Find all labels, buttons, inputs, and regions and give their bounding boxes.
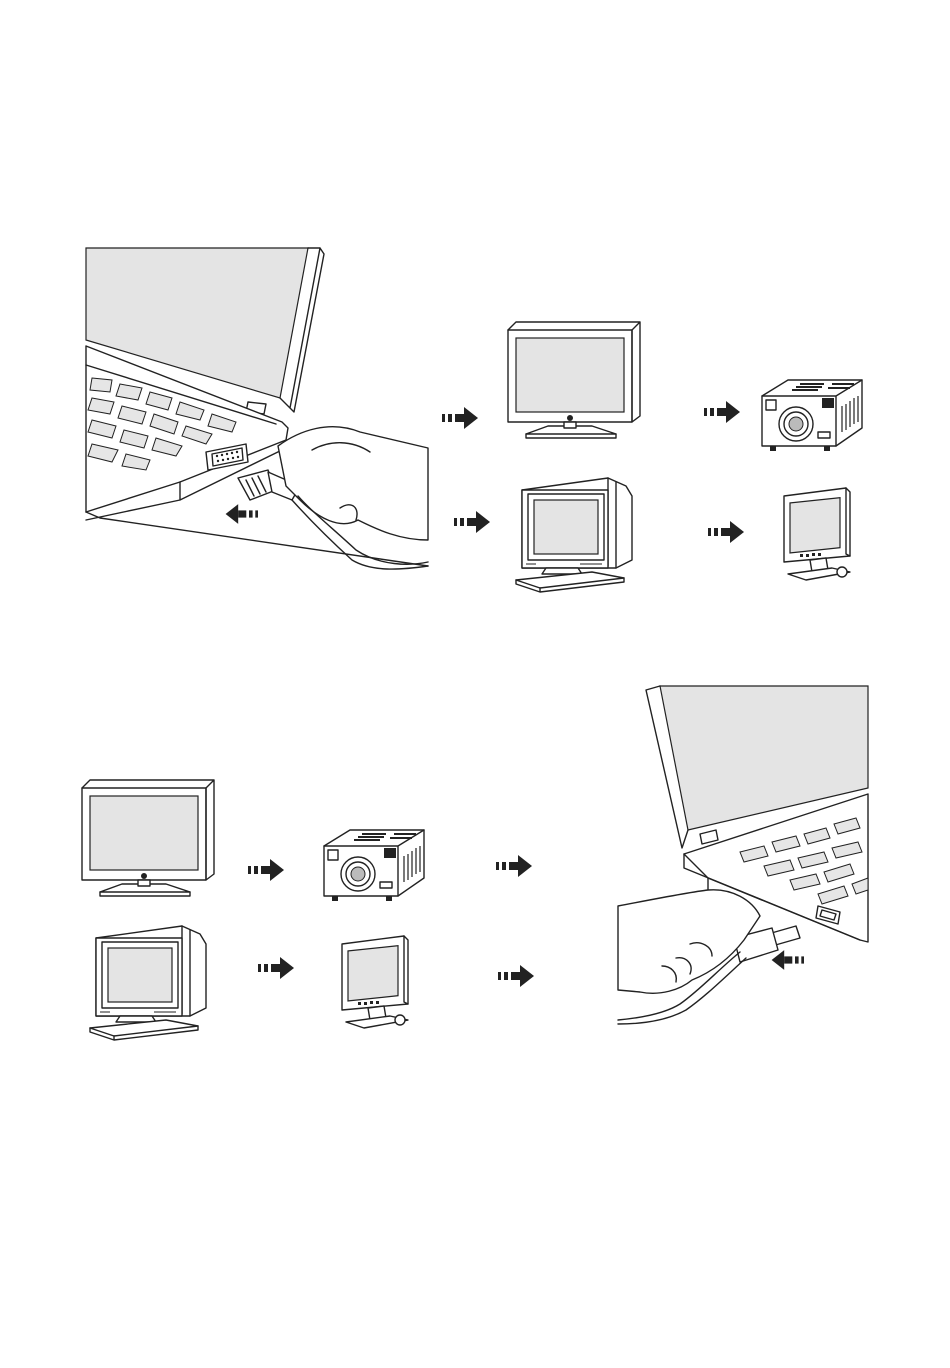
lcd-tv-icon — [82, 780, 214, 896]
hand-with-hdmi-plug — [618, 890, 804, 1024]
top-figure — [86, 248, 862, 592]
crt-monitor-icon — [516, 478, 632, 592]
arrow-to-lcd-tv — [442, 407, 478, 429]
bottom-figure — [82, 686, 868, 1040]
arrow-to-projector — [248, 859, 284, 881]
lcd-tv-icon — [508, 322, 640, 438]
arrow-from-projector — [496, 855, 532, 877]
arrow-from-lcd-monitor — [498, 965, 534, 987]
projector-icon — [762, 380, 862, 451]
projector-icon — [324, 830, 424, 901]
arrow-to-lcd-monitor — [708, 521, 744, 543]
arrow-to-crt — [454, 511, 490, 533]
arrow-to-lcd-monitor — [258, 957, 294, 979]
lcd-monitor-icon — [784, 488, 850, 580]
lcd-monitor-icon — [342, 936, 408, 1028]
arrow-to-projector — [704, 401, 740, 423]
crt-monitor-icon — [90, 926, 206, 1040]
